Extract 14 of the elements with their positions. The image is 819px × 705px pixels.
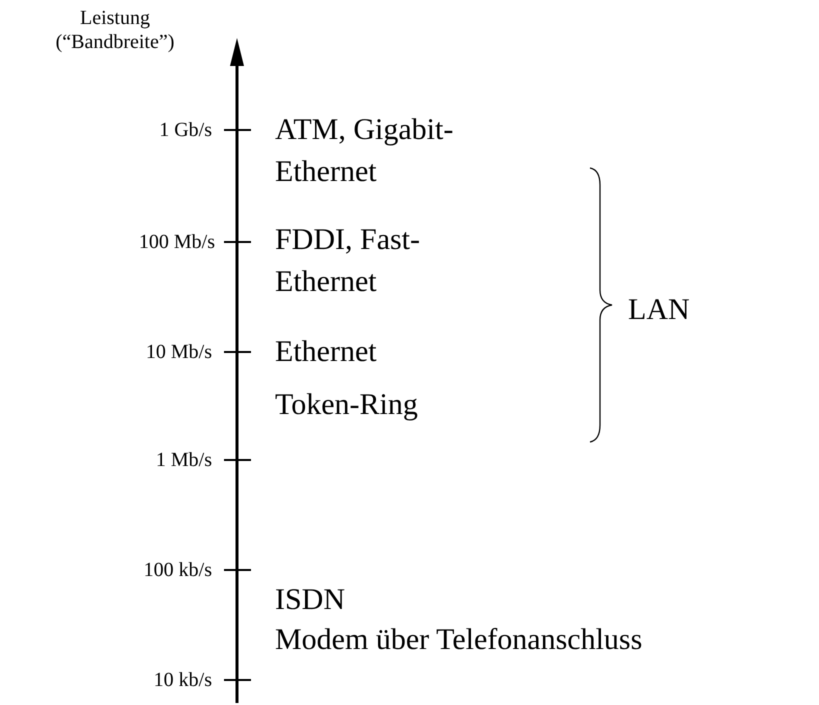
network-label: Modem über Telefonanschluss (275, 622, 642, 658)
network-label: ISDN (275, 582, 346, 618)
network-label: FDDI, Fast-Ethernet (275, 222, 422, 300)
tick-label: 100 Mb/s (138, 230, 215, 254)
tick-label: 100 kb/s (142, 558, 212, 582)
tick-label: 1 Mb/s (154, 448, 212, 472)
network-label: Ethernet (275, 334, 377, 370)
network-label: ATM, Gigabit-Ethernet (275, 112, 454, 190)
tick-label: 1 Gb/s (158, 118, 212, 142)
network-label: Token-Ring (275, 387, 418, 423)
tick-label: 10 kb/s (152, 668, 212, 692)
tick-label: 10 Mb/s (144, 340, 212, 364)
axis-title: Leistung (“Bandbreite”) (54, 6, 176, 54)
group-label: LAN (628, 292, 690, 328)
